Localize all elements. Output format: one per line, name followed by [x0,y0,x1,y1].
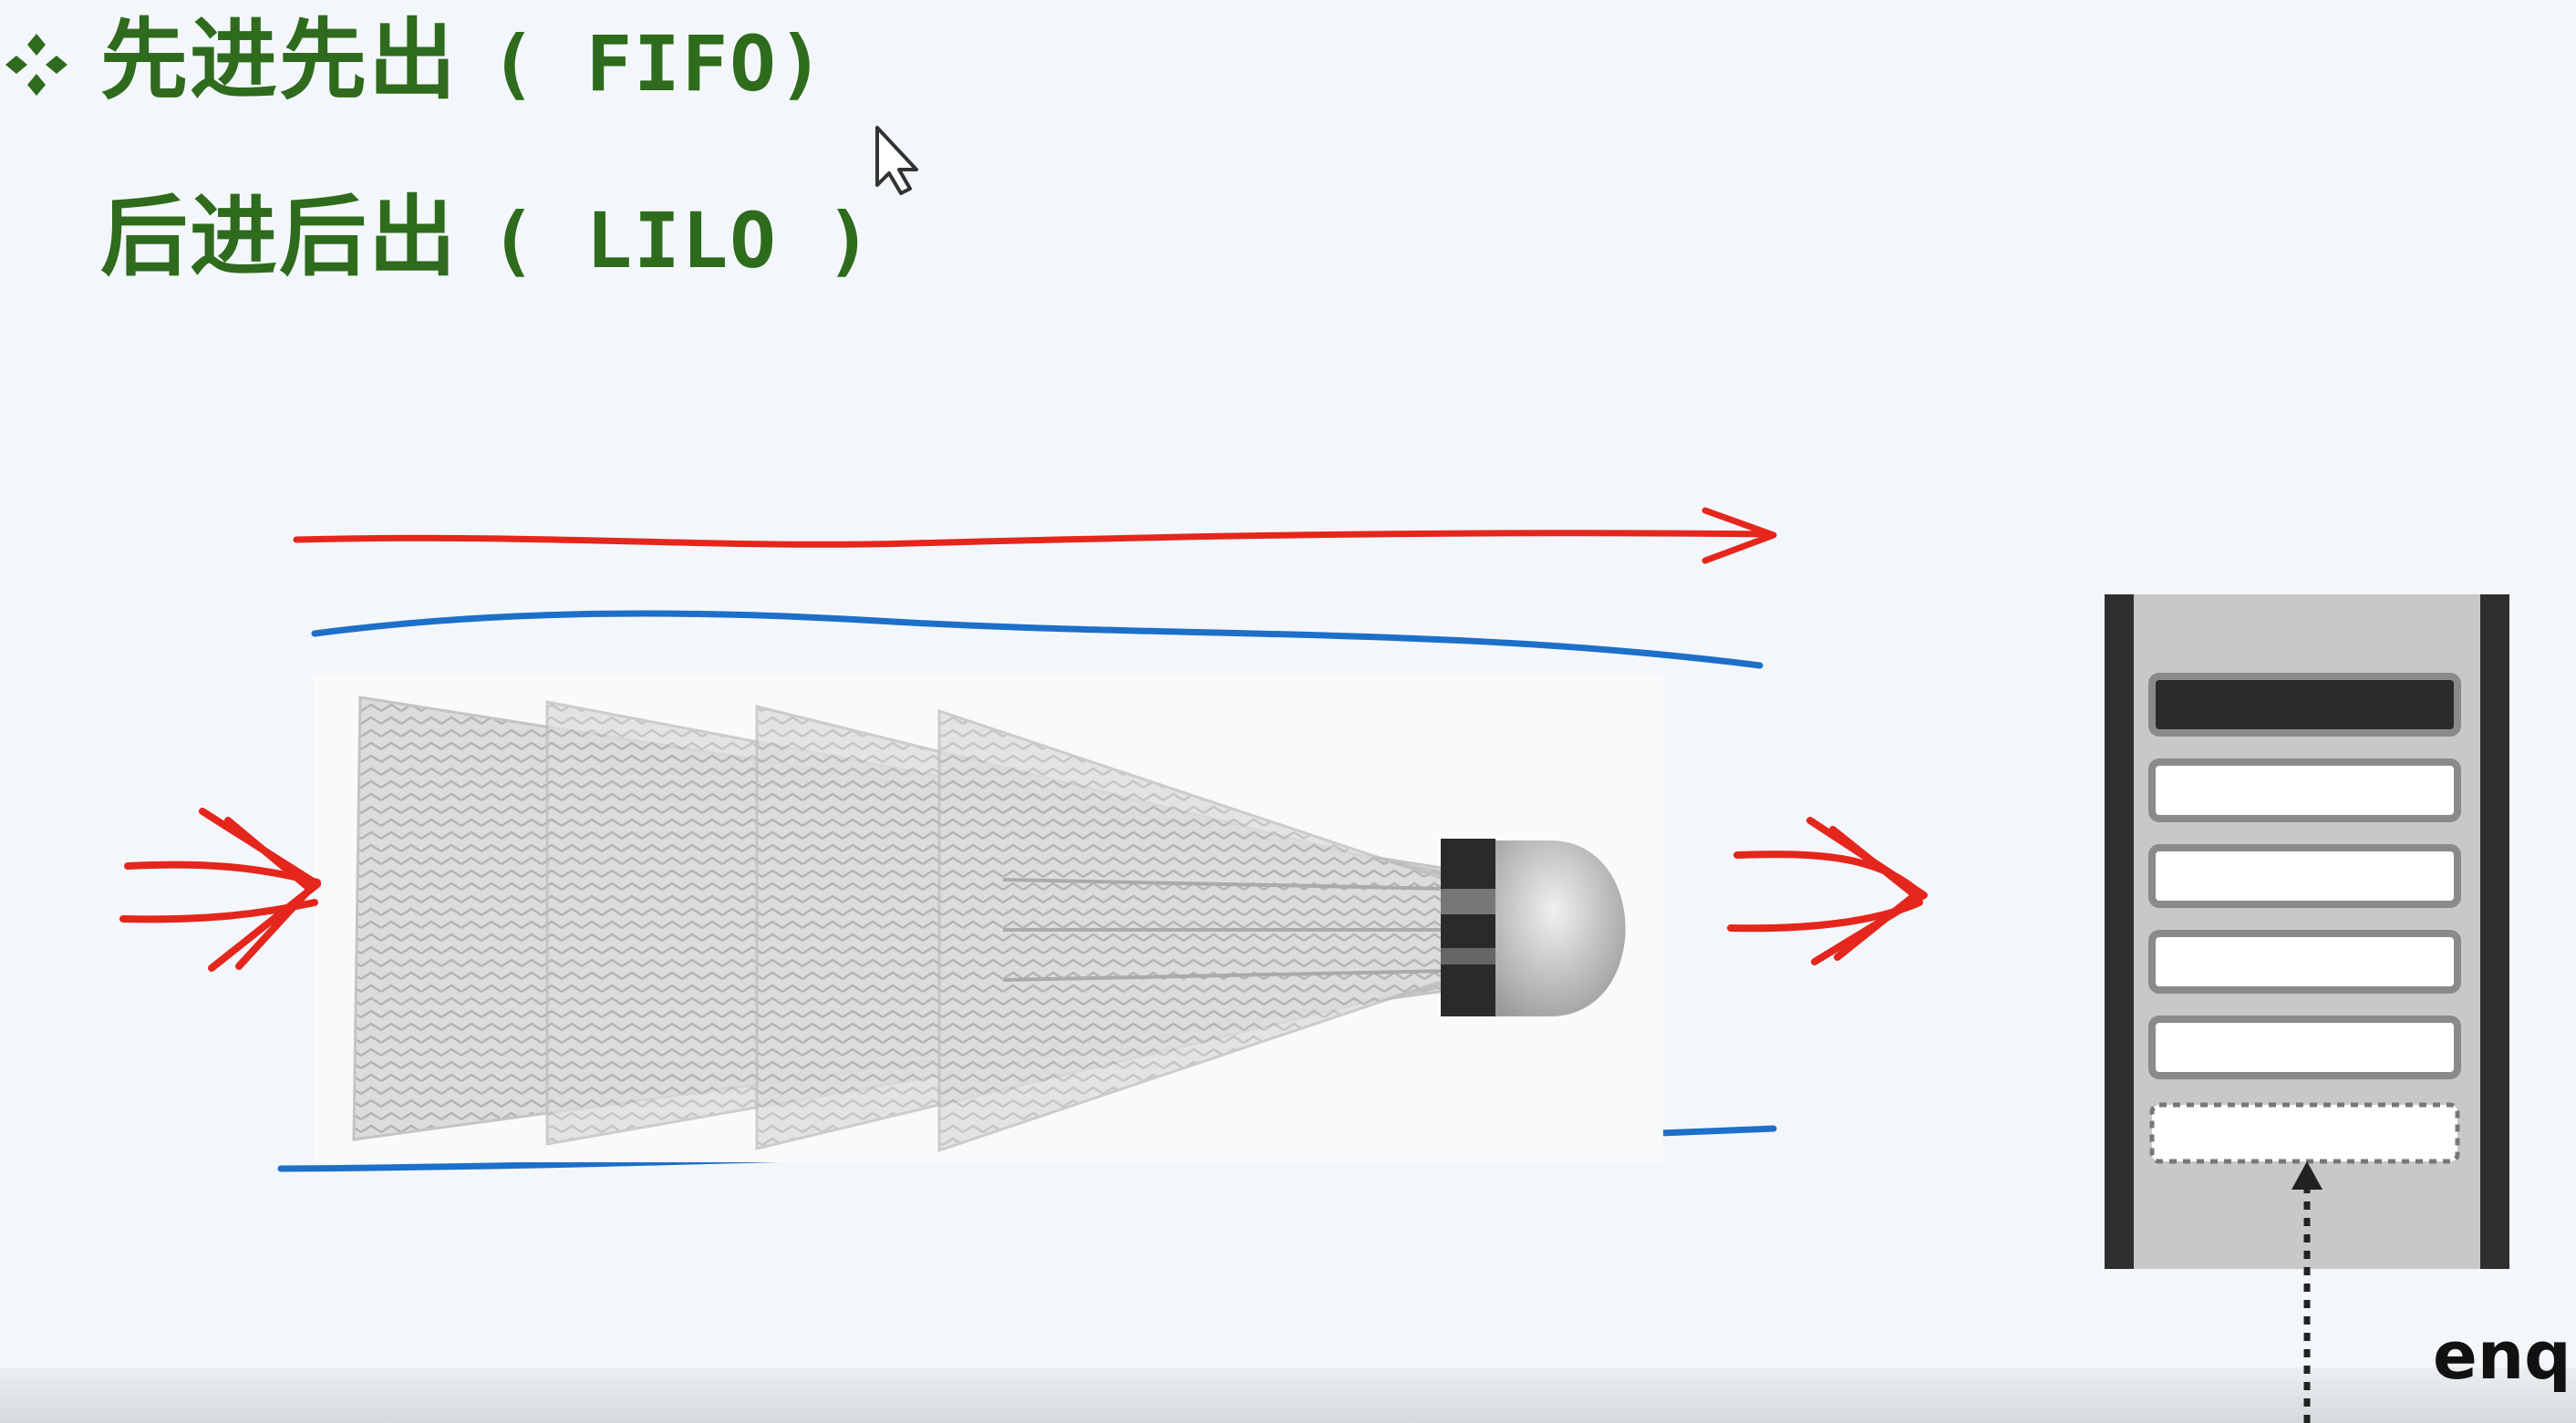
heading-lilo-en: ( LILO ) [490,196,874,285]
queue-slot-empty [2148,758,2461,822]
queue-slot-empty [2148,844,2461,908]
queue-slot-empty [2148,1016,2461,1079]
enqueue-label: enq [2433,1317,2571,1394]
mouse-cursor-icon [875,126,918,195]
heading-fifo-en: ( FIFO) [490,19,826,108]
bottom-bar [0,1367,2576,1423]
heading-lilo-cn: 后进后出 [100,186,458,288]
left-input-arrow [119,808,321,972]
pipe-top-line [311,610,1764,669]
queue-slot-filled [2148,673,2461,737]
heading-fifo-cn: 先进先出 [100,9,458,111]
queue-slot-empty [2148,930,2461,994]
heading-lilo: 后进后出 ( LILO ) [100,193,874,281]
heading-fifo: 先进先出 ( FIFO) [100,16,825,104]
right-output-arrow [1727,817,1928,965]
queue-container [2105,594,2509,1269]
diamond-bullet-icon [5,34,67,96]
enqueue-arrow [2292,1161,2323,1423]
top-direction-arrow [293,507,1777,564]
shuttlecock-image [352,696,1626,1153]
queue-slot-incoming [2149,1102,2460,1164]
